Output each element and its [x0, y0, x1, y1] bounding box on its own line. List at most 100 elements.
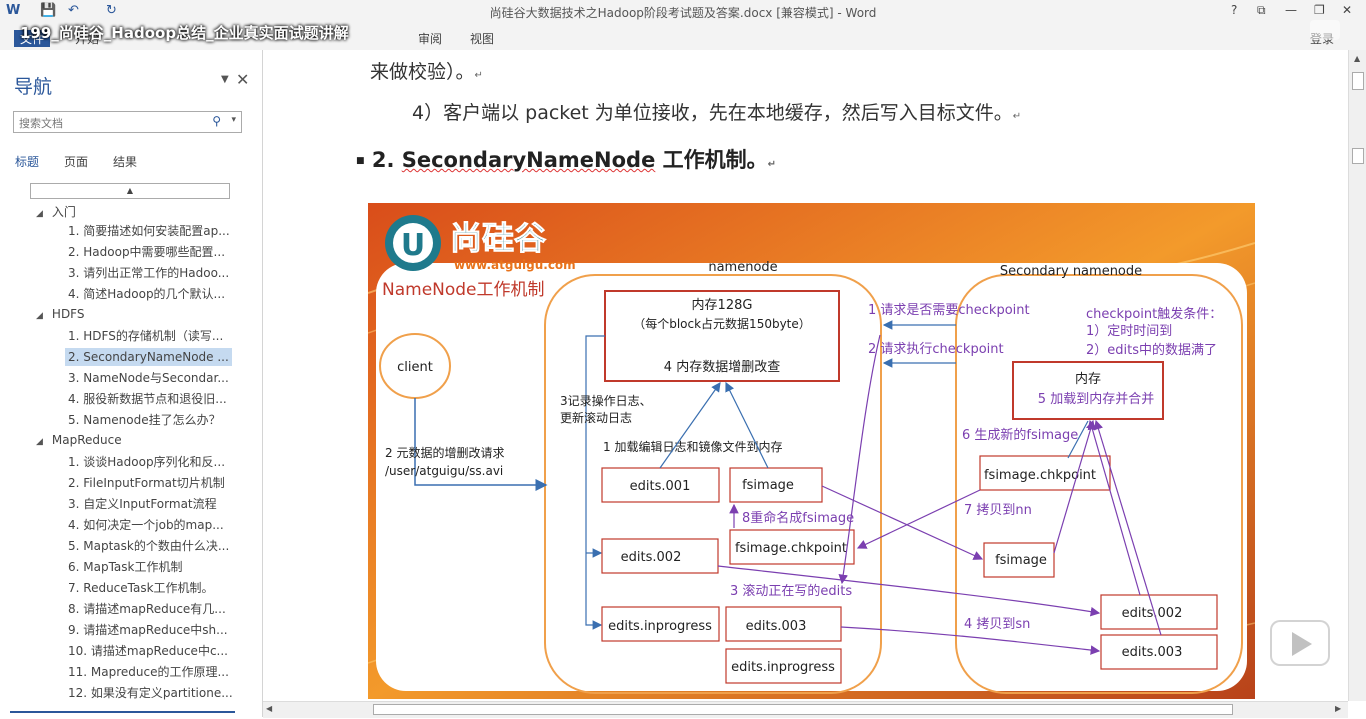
nn-edits003 [725, 606, 842, 642]
tab-view[interactable]: 视图 [470, 32, 495, 46]
undo-icon[interactable]: ↶ [68, 3, 79, 18]
search-dropdown-icon[interactable]: ▾ [231, 115, 236, 125]
ribbon-display-button[interactable]: ⧉ [1257, 3, 1266, 17]
load-text: 1 加载编辑日志和镜像文件到内存 [603, 439, 782, 454]
play-icon[interactable] [1292, 632, 1312, 656]
scrollbar-marker[interactable] [1352, 148, 1364, 164]
nn-edits-inprogress-label: edits.inprogress [608, 619, 712, 634]
help-button[interactable]: ? [1231, 3, 1238, 17]
collapse-icon[interactable]: ◢ [36, 311, 43, 321]
copy-sn-text: 4 拷贝到sn [964, 617, 1030, 632]
hscroll-thumb[interactable] [373, 704, 1233, 715]
nn-edits-inprogress2 [725, 648, 842, 684]
ribbon-tabs: 文件 开始 审阅 视图 登录 [0, 24, 1366, 51]
namenode-label: namenode [708, 260, 777, 275]
sn-fsimage-chkpoint [979, 455, 1111, 491]
nav-item[interactable]: 1. HDFS的存储机制（读写... [68, 329, 224, 343]
tab-pages[interactable]: 页面 [64, 155, 89, 169]
horizontal-scrollbar[interactable]: ◀ ▶ [263, 701, 1348, 718]
client-label: client [397, 360, 433, 375]
memory-label: 内存128G [692, 297, 753, 313]
nav-item[interactable]: 8. 请描述mapReduce有几... [68, 602, 226, 616]
secondary-label: Secondary namenode [1000, 264, 1142, 279]
nn-edits001-label: edits.001 [630, 479, 691, 494]
search-icon[interactable]: ⚲ [212, 114, 221, 128]
tab-home[interactable]: 开始 [75, 32, 100, 46]
nn-edits003-label: edits.003 [746, 619, 807, 634]
memory-box [604, 290, 840, 382]
video-play-button[interactable] [1270, 620, 1330, 666]
trigger-item-1: 1）定时时间到 [1086, 324, 1172, 339]
search-field[interactable]: ⚲ ▾ [13, 111, 242, 134]
nav-item[interactable]: 12. 如果没有定义partitione... [68, 686, 233, 700]
nav-section-intro[interactable]: ◢入门 [36, 205, 76, 219]
nav-item[interactable]: 4. 简述Hadoop的几个默认... [68, 287, 226, 301]
new-fsimage-text: 6 生成新的fsimage [962, 427, 1078, 443]
scroll-up-icon[interactable]: ▲ [1354, 54, 1361, 63]
nav-pane-title: 导航 [14, 76, 53, 98]
nn-edits002 [601, 538, 719, 574]
nav-options-icon[interactable]: ▼ [221, 74, 229, 85]
nav-item[interactable]: 3. 自定义InputFormat流程 [68, 497, 217, 511]
nav-item[interactable]: 2. FileInputFormat切片机制 [68, 476, 225, 490]
scrollbar-thumb[interactable] [1352, 72, 1364, 90]
tab-headings[interactable]: 标题 [15, 155, 40, 169]
nav-close-icon[interactable]: ✕ [236, 70, 250, 89]
exec-checkpoint-text: 2 请求执行checkpoint [868, 342, 1004, 357]
secondary-container [955, 274, 1243, 694]
copy-nn-text: 7 拷贝到nn [964, 503, 1032, 518]
nav-item[interactable]: 11. Mapreduce的工作原理... [68, 665, 229, 679]
nav-item[interactable]: 6. MapTask工作机制 [68, 560, 183, 574]
window-title: 尚硅谷大数据技术之Hadoop阶段考试题及答案.docx [兼容模式] - Wo… [489, 6, 877, 20]
save-icon[interactable]: 💾 [40, 3, 57, 18]
nav-item[interactable]: 1. 简要描述如何安装配置ap... [68, 224, 230, 238]
sn-edits003 [1100, 634, 1218, 670]
close-button[interactable]: ✕ [1342, 3, 1353, 17]
tab-results[interactable]: 结果 [113, 155, 138, 169]
collapse-icon[interactable]: ◢ [36, 437, 43, 447]
nav-item[interactable]: 10. 请描述mapReduce中c... [68, 644, 228, 658]
log-text: 3记录操作日志、 [560, 393, 652, 408]
request-text: 2 元数据的增删改请求 [385, 445, 504, 460]
nav-section-mapreduce[interactable]: ◢MapReduce [36, 433, 122, 447]
video-title-overlay: 199_尚硅谷_Hadoop总结_企业真实面试题讲解 [0, 22, 420, 46]
vertical-scrollbar[interactable]: ▲ [1348, 50, 1366, 701]
namenode-diagram: U 尚硅谷 www.atguigu.com NameNode工作机制 namen… [368, 203, 1255, 699]
nav-section-hdfs[interactable]: ◢HDFS [36, 307, 85, 321]
sn-edits002-label: edits.002 [1122, 606, 1183, 621]
nav-item[interactable]: 5. Namenode挂了怎么办？ [68, 413, 221, 427]
sn-fsimage-label: fsimage [995, 553, 1047, 568]
paragraph-mark: ↵ [1012, 111, 1022, 122]
logo-text: 尚硅谷 [450, 219, 546, 257]
nav-item[interactable]: 4. 如何决定一个job的map... [68, 518, 224, 532]
nav-item[interactable]: 1. 谈谈Hadoop序列化和反... [68, 455, 226, 469]
nav-item-selected[interactable]: 2. SecondaryNameNode ... [65, 348, 232, 366]
nn-edits001 [601, 467, 720, 503]
minimize-button[interactable]: — [1285, 3, 1297, 17]
nav-item[interactable]: 2. Hadoop中需要哪些配置... [68, 245, 226, 259]
body-line: 来做校验）。↵ [370, 61, 483, 83]
tab-file[interactable]: 文件 [14, 30, 51, 47]
nav-item[interactable]: 7. ReduceTask工作机制。 [68, 581, 214, 595]
scroll-left-icon[interactable]: ◀ [266, 704, 273, 713]
nav-item[interactable]: 4. 服役新数据节点和退役旧... [68, 392, 227, 406]
scroll-up-button[interactable]: ▲ [30, 183, 230, 199]
nn-edits002-label: edits.002 [621, 550, 682, 565]
roll-text: 3 滚动正在写的edits [730, 583, 852, 599]
overlay-button[interactable] [1310, 20, 1340, 40]
diagram-caption: NameNode工作机制 [382, 280, 545, 300]
scroll-right-icon[interactable]: ▶ [1335, 704, 1342, 713]
redo-icon[interactable]: ↻ [106, 3, 117, 18]
trigger-item-2: 2）edits中的数据满了 [1086, 342, 1217, 358]
tab-review[interactable]: 审阅 [418, 32, 443, 46]
nav-item[interactable]: 3. NameNode与Secondar... [68, 371, 229, 385]
nn-edits-inprogress2-label: edits.inprogress [731, 660, 835, 675]
restore-button[interactable]: ❐ [1314, 3, 1325, 17]
nav-item[interactable]: 9. 请描述mapReduce中sh... [68, 623, 228, 637]
nav-item[interactable]: 3. 请列出正常工作的Hadoo... [68, 266, 230, 280]
sn-memory-box [1012, 361, 1164, 420]
collapse-icon[interactable]: ◢ [36, 209, 43, 219]
search-input[interactable] [17, 113, 211, 134]
nav-item[interactable]: 5. Maptask的个数由什么决... [68, 539, 230, 553]
nn-fsimage-label: fsimage [742, 478, 794, 493]
